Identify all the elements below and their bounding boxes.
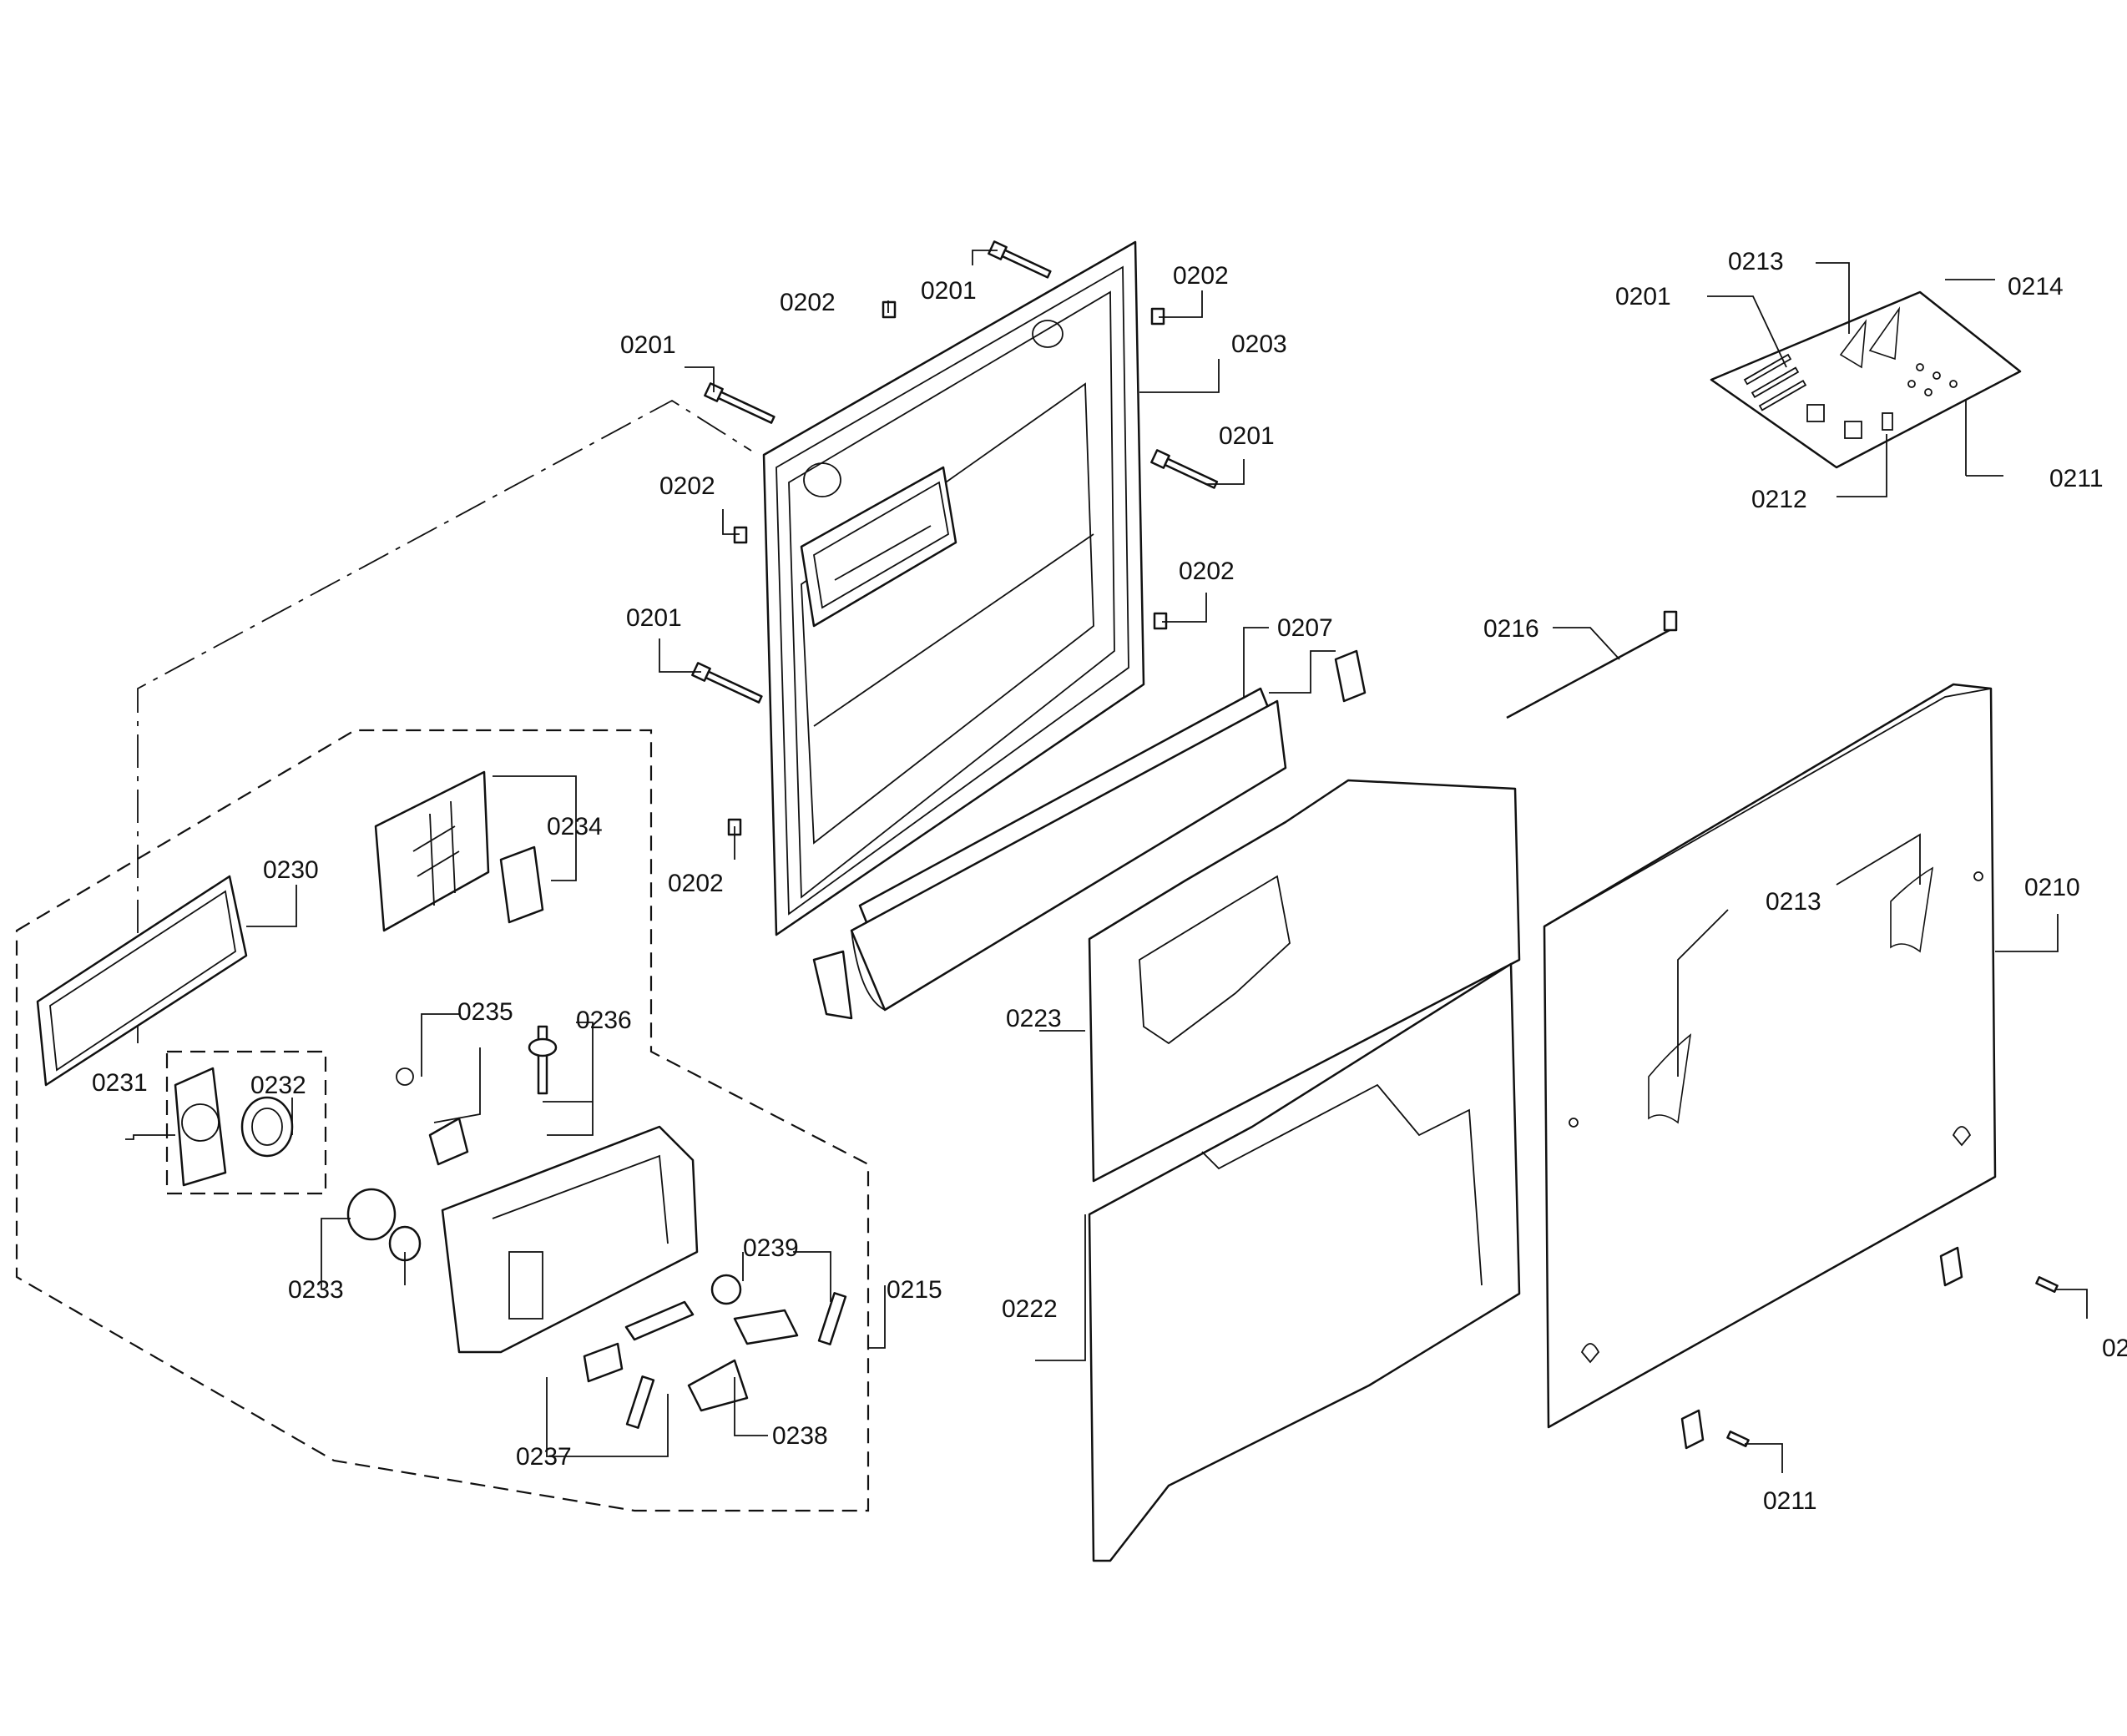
callout-0230: 0230 — [263, 856, 319, 884]
dispenser-group-0215 — [15, 399, 870, 1512]
callout-labels: 0201 0202 0202 0201 0203 0201 0202 0202 … — [92, 248, 2127, 1515]
door-lower-rail — [812, 649, 1367, 1020]
callout-0211: 0211 — [1763, 1487, 1817, 1515]
callout-0212: 0212 — [1751, 486, 1807, 513]
callout-0223: 0223 — [1006, 1005, 1062, 1032]
callout-0202: 0202 — [1173, 262, 1229, 290]
hardware-bag-0214 — [1710, 290, 2022, 469]
callout-0239: 0239 — [743, 1234, 799, 1262]
callout-0222: 0222 — [1002, 1295, 1058, 1323]
callout-0236: 0236 — [576, 1007, 632, 1034]
callout-0202: 0202 — [668, 870, 724, 897]
callout-0211: 0211 — [2049, 465, 2104, 492]
callout-0233: 0233 — [288, 1276, 344, 1304]
inner-door-panel — [762, 240, 1145, 936]
callout-0201: 0201 — [1615, 283, 1671, 310]
hinge-brackets-0211 — [1680, 1246, 2059, 1450]
callout-0203: 0203 — [1231, 331, 1287, 358]
callout-0234: 0234 — [547, 813, 603, 840]
callout-0202: 0202 — [659, 472, 715, 500]
callout-0231: 0231 — [92, 1069, 148, 1097]
callout-0201: 0201 — [620, 331, 676, 359]
insulation-panel-0222 — [1088, 962, 1521, 1562]
callout-0201: 0201 — [1219, 422, 1275, 450]
outer-door-panel-0210 — [1543, 683, 1997, 1429]
callout-0216: 0216 — [1483, 615, 1539, 643]
callout-0235: 0235 — [457, 998, 513, 1026]
callout-0211: 0211 — [2102, 1335, 2127, 1362]
callout-0213: 0213 — [1766, 888, 1821, 916]
callout-0201: 0201 — [626, 604, 682, 632]
clips-0202 — [727, 300, 1168, 836]
callout-0202: 0202 — [1179, 558, 1235, 585]
screws-0201 — [691, 240, 1219, 704]
callout-0237: 0237 — [516, 1443, 572, 1471]
callout-0207: 0207 — [1277, 614, 1333, 642]
leader-lines — [125, 250, 2088, 1473]
callout-0213: 0213 — [1728, 248, 1784, 275]
callout-0210: 0210 — [2024, 874, 2080, 901]
cable-tie-0216 — [1506, 610, 1678, 719]
callout-0238: 0238 — [772, 1422, 828, 1450]
callout-0232: 0232 — [250, 1072, 306, 1099]
callout-0202: 0202 — [780, 289, 836, 316]
callout-0214: 0214 — [2008, 273, 2064, 300]
callout-0201: 0201 — [921, 277, 977, 305]
callout-0215: 0215 — [887, 1276, 942, 1304]
insulation-panel-0223 — [1088, 779, 1521, 1183]
